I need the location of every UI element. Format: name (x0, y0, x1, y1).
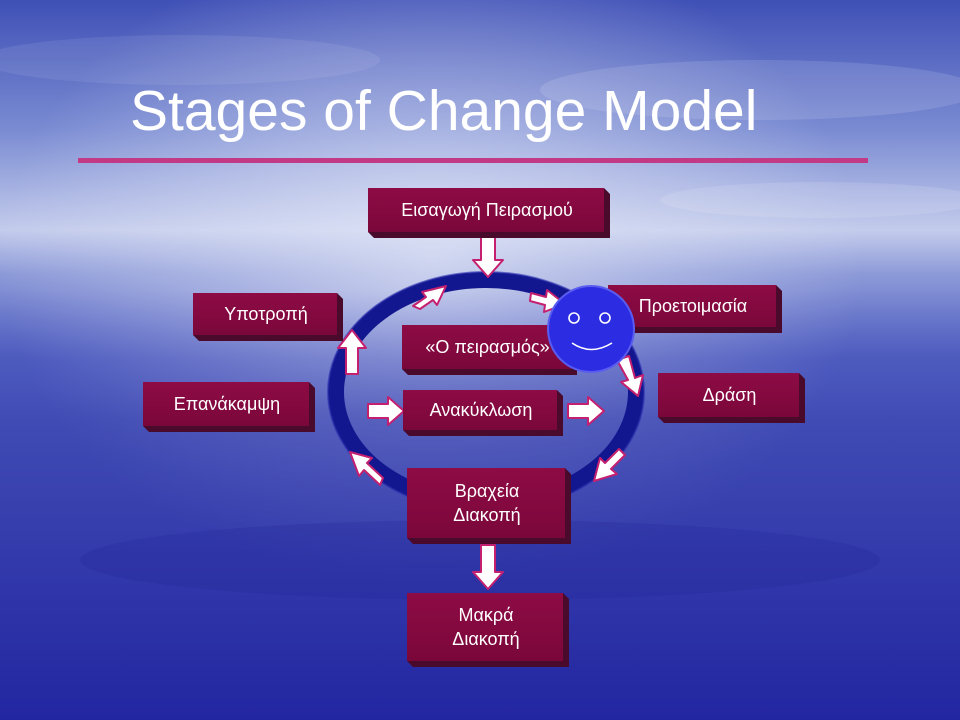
arrow-up-left-icon (349, 451, 384, 486)
stage-long-break-box: Μακρά Διακοπή (407, 593, 569, 667)
stage-action-box: Δράση (658, 373, 805, 423)
stage-long-break-line2: Διακοπή (452, 629, 520, 649)
stage-preparation-label: Προετοιμασία (638, 295, 748, 316)
stage-short-break-label: Βραχεία Διακοπή (453, 479, 524, 533)
arrow-down-icon (472, 544, 504, 590)
stage-temptation-box: «Ο πειρασμός» (402, 325, 577, 375)
stage-introduction-box: Εισαγωγή Πειρασμού (368, 188, 610, 238)
arrow-right-icon (367, 396, 405, 426)
title-divider (78, 158, 868, 163)
arrow-down-left-icon (593, 448, 626, 482)
stage-introduction-label: Εισαγωγή Πειρασμού (401, 199, 573, 220)
slide-title: Stages of Change Model (130, 79, 758, 143)
stage-relapse-label: Υποτροπή (224, 303, 308, 324)
stage-short-break-line1: Βραχεία (454, 481, 520, 501)
stage-long-break-line1: Μακρά (458, 605, 514, 625)
stage-short-break-box: Βραχεία Διακοπή (407, 468, 571, 544)
arrow-up-right-icon (412, 285, 447, 310)
arrow-right-icon (567, 396, 605, 426)
stage-action-label: Δράση (702, 384, 757, 405)
stage-preparation-box: Προετοιμασία (608, 285, 782, 333)
stage-recycling-label: Ανακύκλωση (429, 399, 533, 420)
arrow-up-icon (337, 329, 367, 375)
stage-temptation-label: «Ο πειρασμός» (425, 336, 550, 357)
stage-short-break-line2: Διακοπή (453, 505, 521, 525)
stage-recovery-box: Επανάκαμψη (143, 382, 315, 432)
stage-long-break-label: Μακρά Διακοπή (452, 603, 523, 657)
stage-recovery-label: Επανάκαμψη (173, 393, 281, 414)
stage-recycling-box: Ανακύκλωση (403, 390, 563, 436)
arrow-down-icon (472, 234, 504, 278)
stage-relapse-box: Υποτροπή (193, 293, 343, 341)
